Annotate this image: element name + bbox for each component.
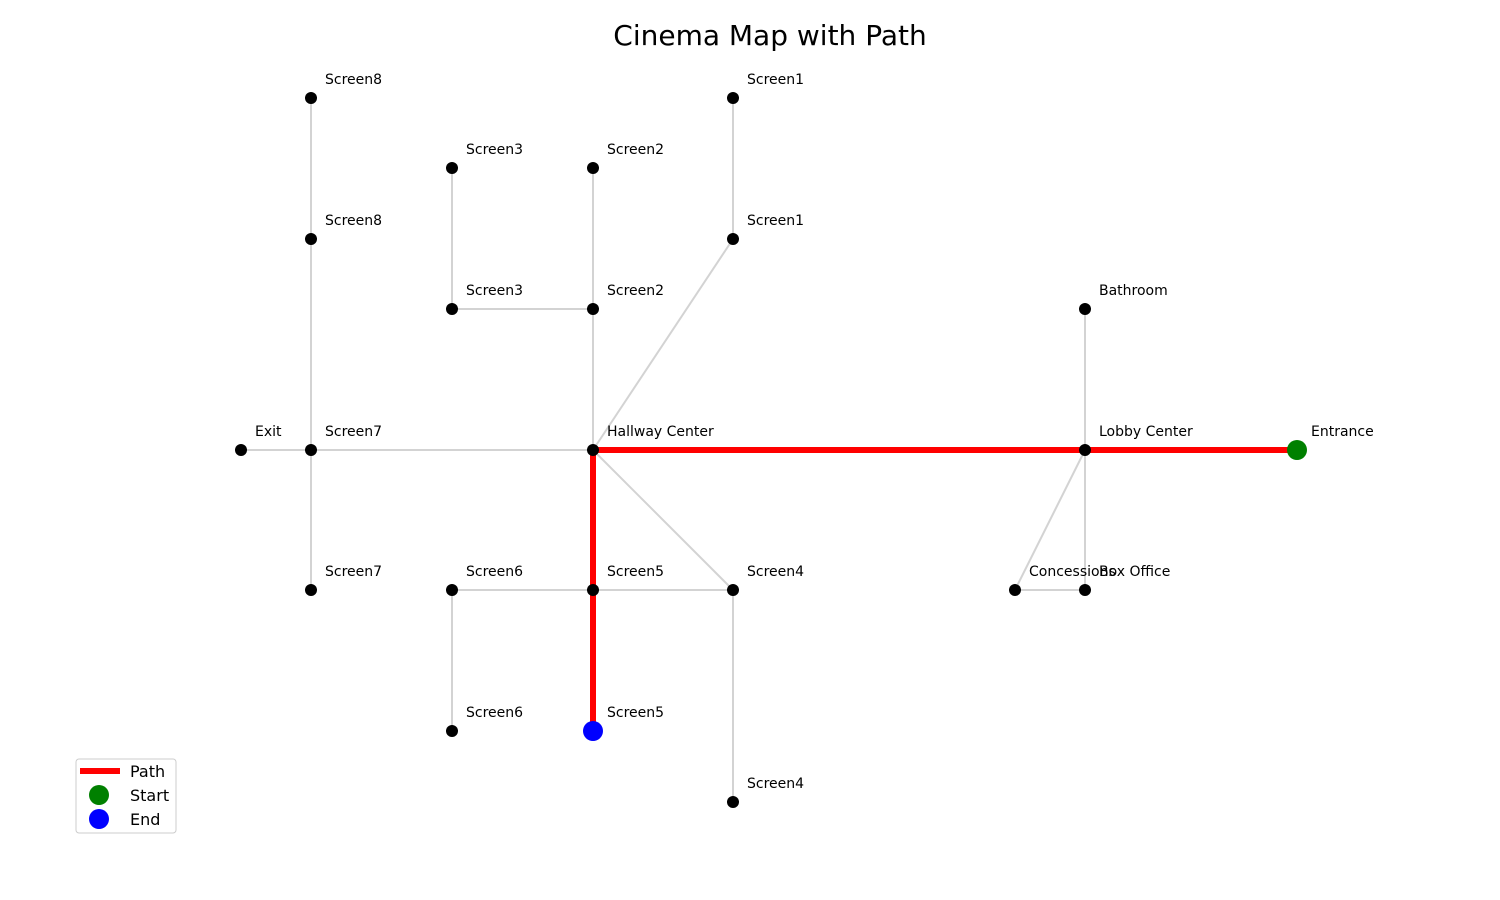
node-exit xyxy=(235,444,247,456)
node-label-screen6_low: Screen6 xyxy=(466,705,523,721)
node-label-concessions: Concessions xyxy=(1029,564,1116,580)
node-label-screen8_bottom: Screen8 xyxy=(325,213,382,229)
node-label-screen1_top: Screen1 xyxy=(747,72,804,88)
node-screen5_top xyxy=(587,584,599,596)
node-label-hallway_center: Hallway Center xyxy=(607,424,714,440)
node-label-entrance: Entrance xyxy=(1311,424,1374,440)
node-hallway_center xyxy=(587,444,599,456)
node-screen7_mid xyxy=(305,444,317,456)
node-label-screen2_bottom: Screen2 xyxy=(607,283,664,299)
node-label-bathroom: Bathroom xyxy=(1099,283,1168,299)
legend: Path Start End xyxy=(75,758,177,834)
edge-hallway_center-screen4_top xyxy=(592,449,734,591)
edge-screen1_bottom-hallway_center xyxy=(592,238,734,451)
node-label-box_office: Box Office xyxy=(1099,564,1170,580)
legend-start-label: Start xyxy=(130,786,169,805)
node-screen3_top xyxy=(446,162,458,174)
node-label-lobby_center: Lobby Center xyxy=(1099,424,1193,440)
node-screen8_top xyxy=(305,92,317,104)
node-concessions xyxy=(1009,584,1021,596)
node-label-screen2_top: Screen2 xyxy=(607,142,664,158)
node-label-screen6_top: Screen6 xyxy=(466,564,523,580)
node-screen6_top xyxy=(446,584,458,596)
node-label-screen3_bottom: Screen3 xyxy=(466,283,523,299)
node-label-screen4_top: Screen4 xyxy=(747,564,804,580)
node-bathroom xyxy=(1079,303,1091,315)
node-screen4_low xyxy=(727,796,739,808)
node-label-screen1_bottom: Screen1 xyxy=(747,213,804,229)
node-label-screen5_low: Screen5 xyxy=(607,705,664,721)
node-label-screen4_low: Screen4 xyxy=(747,776,804,792)
node-screen3_bottom xyxy=(446,303,458,315)
node-screen4_top xyxy=(727,584,739,596)
labels-layer: Screen8Screen8Screen3Screen3Screen2Scree… xyxy=(255,72,1374,792)
node-lobby_center xyxy=(1079,444,1091,456)
node-label-screen8_top: Screen8 xyxy=(325,72,382,88)
node-screen8_bottom xyxy=(305,233,317,245)
node-screen1_top xyxy=(727,92,739,104)
node-screen2_bottom xyxy=(587,303,599,315)
node-label-screen3_top: Screen3 xyxy=(466,142,523,158)
node-label-screen5_top: Screen5 xyxy=(607,564,664,580)
node-screen1_bottom xyxy=(727,233,739,245)
end-marker xyxy=(583,721,603,741)
node-screen7_low xyxy=(305,584,317,596)
node-screen6_low xyxy=(446,725,458,737)
legend-start-swatch xyxy=(89,785,109,805)
edge-lobby_center-concessions xyxy=(1014,449,1086,591)
start-marker xyxy=(1287,440,1307,460)
node-label-exit: Exit xyxy=(255,424,282,440)
node-screen2_top xyxy=(587,162,599,174)
legend-end-swatch xyxy=(89,809,109,829)
nodes-layer xyxy=(235,92,1307,808)
node-box_office xyxy=(1079,584,1091,596)
node-label-screen7_mid: Screen7 xyxy=(325,424,382,440)
legend-end-label: End xyxy=(130,810,160,829)
map-title: Cinema Map with Path xyxy=(613,19,926,52)
legend-path-label: Path xyxy=(130,762,165,781)
node-label-screen7_low: Screen7 xyxy=(325,564,382,580)
